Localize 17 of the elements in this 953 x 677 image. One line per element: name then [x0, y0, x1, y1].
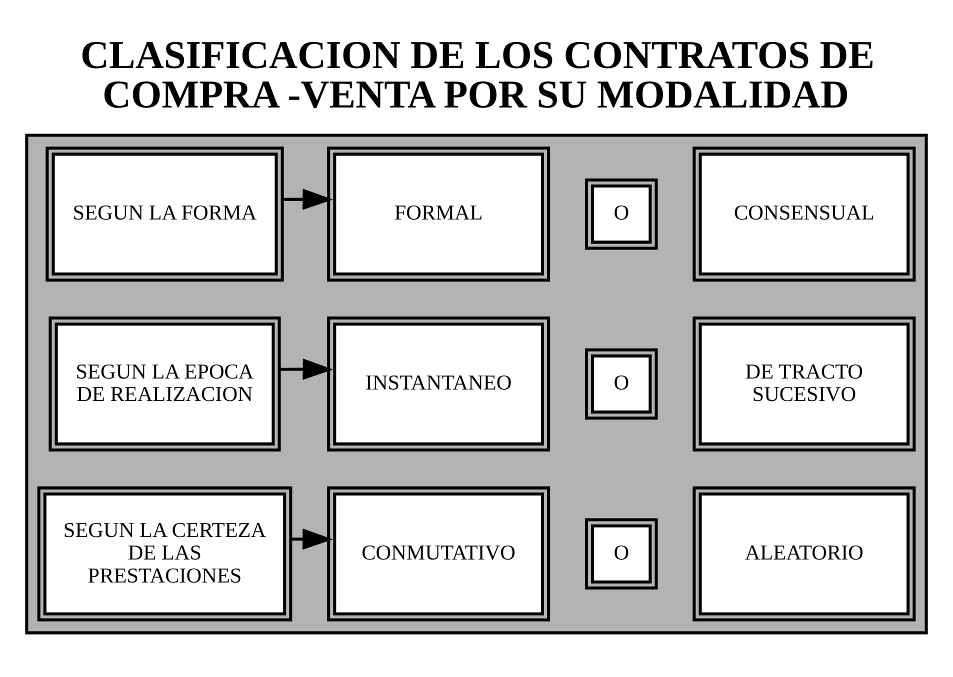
- cluster: [25, 134, 928, 634]
- node-box: CONMUTATIVO: [327, 486, 550, 622]
- node-box: SEGUN LA FORMA: [46, 146, 284, 282]
- node-box: INSTANTANEO: [327, 316, 550, 452]
- node-box: SEGUN LA CERTEZA DE LAS PRESTACIONES: [37, 486, 292, 622]
- node-box: O: [584, 178, 658, 250]
- arrow: [290, 528, 333, 550]
- node-box: O: [584, 348, 658, 420]
- arrow: [280, 358, 334, 380]
- node-box: SEGUN LA EPOCA DE REALIZACION: [48, 316, 281, 452]
- node-box: FORMAL: [327, 146, 550, 282]
- node-box: O: [584, 518, 658, 590]
- arrow: [282, 188, 334, 210]
- diagram-title: CLASIFICACION DE LOS CONTRATOS DE COMPRA -VENTA POR SU MODALIDAD: [80, 33, 875, 117]
- node-box: DE TRACTO SUCESIVO: [692, 316, 916, 452]
- node-box: CONSENSUAL: [692, 146, 916, 282]
- node-box: ALEATORIO: [692, 486, 916, 622]
